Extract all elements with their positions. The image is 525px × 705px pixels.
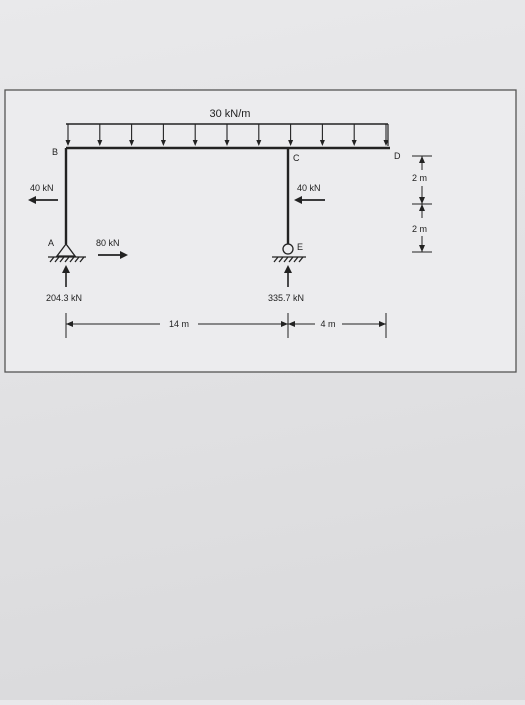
force-80kn-label: 80 kN: [96, 238, 120, 248]
force-40kn-left-arrow: [28, 196, 58, 204]
load-arrow-head: [97, 140, 103, 146]
load-arrow-head: [319, 140, 325, 146]
load-arrow-head: [351, 140, 357, 146]
load-label: 30 kN/m: [210, 108, 251, 120]
dimension-height-lower: 2 m: [412, 224, 427, 234]
load-arrow-head: [256, 140, 262, 146]
node-label-c: C: [293, 153, 300, 163]
distributed-load: [65, 123, 389, 146]
pin-support-a: [48, 242, 86, 263]
load-arrow-head: [224, 140, 230, 146]
dimension-span-main: 14 m: [169, 319, 189, 329]
force-40kn-right-arrow: [294, 196, 325, 204]
frame-members: [64, 146, 390, 244]
load-arrow-head: [383, 140, 389, 146]
node-label-a: A: [48, 238, 54, 248]
force-40kn-right-label: 40 kN: [297, 183, 321, 193]
reaction-a-label: 204.3 kN: [46, 293, 82, 303]
node-label-b: B: [52, 147, 58, 157]
load-arrow-head: [288, 140, 294, 146]
figure-border: [4, 89, 517, 373]
load-arrow-head: [192, 140, 198, 146]
dimension-horizontal: [65, 313, 387, 338]
load-arrow-head: [160, 140, 166, 146]
load-arrow-head: [129, 140, 135, 146]
roller-support-e: [272, 243, 306, 263]
reaction-a-arrow: [62, 265, 70, 287]
dimension-span-overhang: 4 m: [320, 319, 335, 329]
load-arrow-head: [65, 140, 71, 146]
node-label-e: E: [297, 242, 303, 252]
dimension-height-upper: 2 m: [412, 173, 427, 183]
reaction-e-label: 335.7 kN: [268, 293, 304, 303]
force-80kn-arrow: [98, 251, 128, 259]
node-label-d: D: [394, 151, 401, 161]
force-40kn-left-label: 40 kN: [30, 183, 54, 193]
dimension-vertical: [412, 155, 432, 253]
reaction-e-arrow: [284, 265, 292, 287]
